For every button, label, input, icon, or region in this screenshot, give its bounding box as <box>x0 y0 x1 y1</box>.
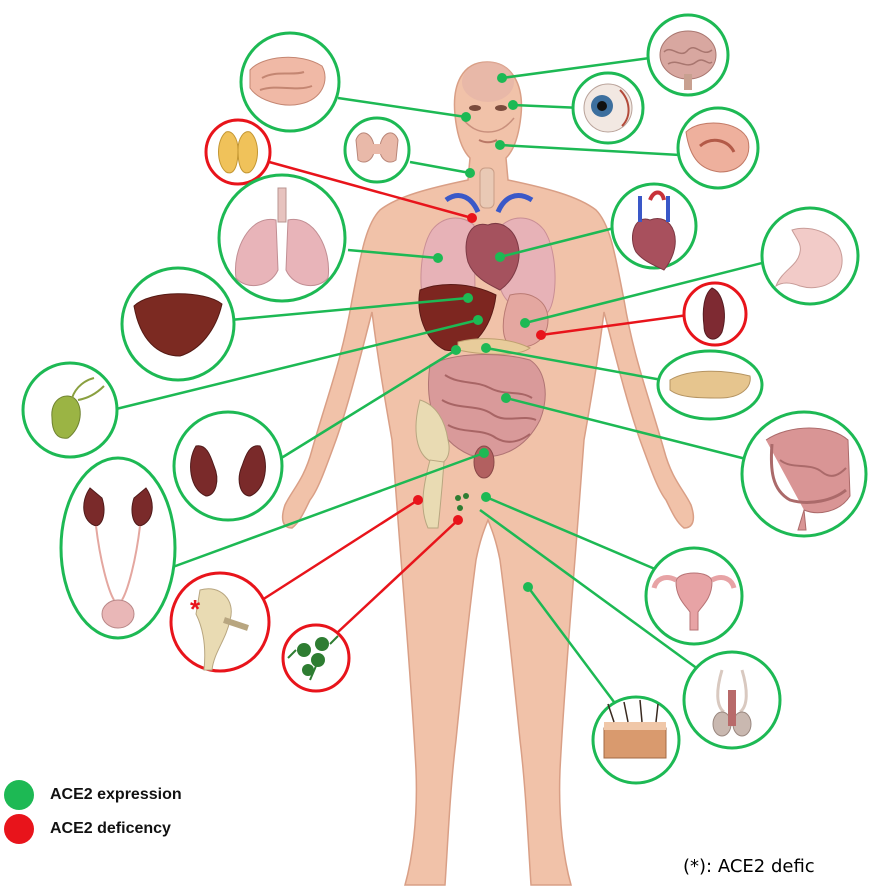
organ-stomach-callout <box>762 208 858 304</box>
organ-eye-callout <box>573 73 643 143</box>
organ-brain-callout <box>648 15 728 95</box>
organ-heart-callout <box>612 184 696 270</box>
organ-testis-callout <box>684 652 780 748</box>
organ-pancreas-callout <box>658 351 762 419</box>
organ-spleen-callout <box>684 283 746 345</box>
organ-lungs-callout <box>219 175 345 301</box>
organ-lymph-nodes-callout <box>283 625 349 691</box>
organ-uterus-callout <box>646 548 742 644</box>
green-dot-icon <box>4 780 34 810</box>
legend-deficiency-label: ACE2 deficency <box>50 820 171 838</box>
legend-deficiency: ACE2 deficency <box>4 814 171 844</box>
organ-gallbladder-callout <box>23 363 117 457</box>
organ-skin-callout <box>593 697 679 783</box>
line-brain <box>502 58 650 78</box>
organ-colon-callout <box>742 412 866 536</box>
organ-thymus-callout <box>206 120 270 184</box>
line-oral <box>500 145 680 155</box>
footnote: (*): ACE2 defic <box>683 856 815 877</box>
legend-expression-label: ACE2 expression <box>50 786 182 804</box>
organ-urinary-tract-callout <box>61 458 175 638</box>
organ-liver-callout <box>122 268 234 380</box>
organ-oral-cavity-callout <box>678 108 758 188</box>
legend-expression: ACE2 expression <box>4 780 182 810</box>
svg-text:*: * <box>190 594 201 624</box>
red-dot-icon <box>4 814 34 844</box>
organ-kidneys-callout <box>174 412 282 520</box>
organ-bone-callout: * <box>171 573 269 671</box>
organ-nasal-cavity-callout <box>241 33 339 131</box>
line-thyroid <box>410 162 470 173</box>
line-nasal <box>338 98 466 117</box>
organ-thyroid-callout <box>345 118 409 182</box>
